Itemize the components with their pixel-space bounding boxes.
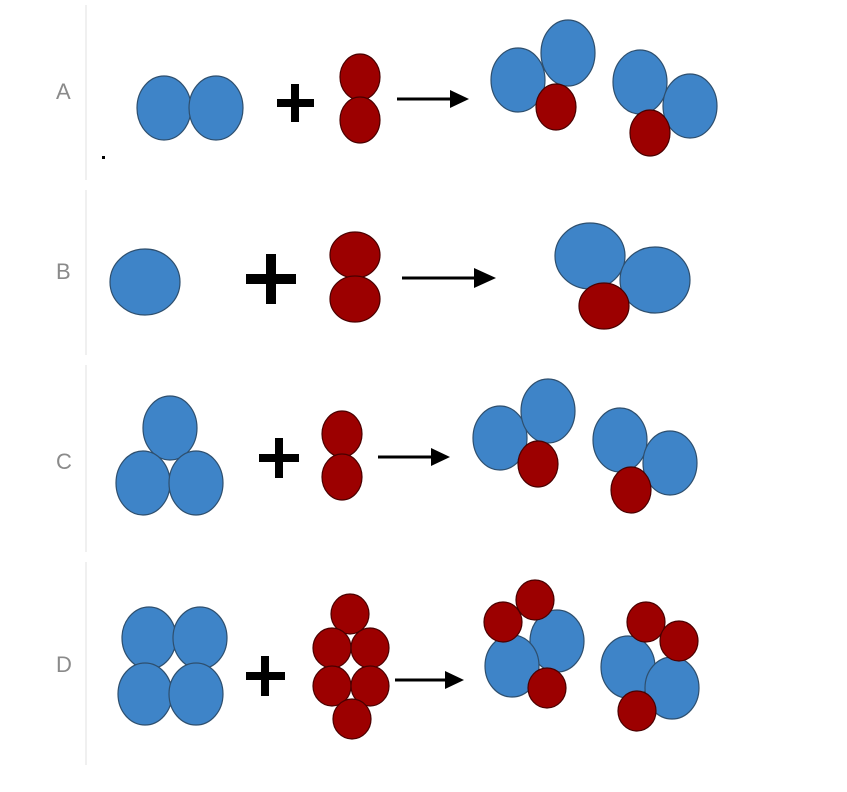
stray-dot — [102, 156, 105, 159]
row-label-d: D — [56, 652, 72, 677]
plus-sign — [246, 656, 285, 696]
product-molecule — [612, 49, 718, 157]
blue-atom — [109, 248, 181, 316]
red-atom — [617, 690, 657, 732]
product-molecule — [592, 407, 698, 514]
red-atom — [330, 593, 370, 635]
red-atom — [321, 453, 363, 501]
red-atom — [629, 109, 671, 157]
blue-atom — [168, 662, 224, 726]
red-atom — [578, 282, 630, 330]
blue-atom — [172, 606, 228, 670]
reactant-red-molecule — [329, 231, 381, 323]
row-label-b: B — [56, 259, 71, 284]
red-atom — [350, 665, 390, 707]
reaction-row-d: D — [56, 579, 700, 740]
product-molecule — [600, 601, 700, 732]
reactant-blue-molecule — [136, 75, 244, 141]
red-atom — [321, 410, 363, 458]
blue-atom — [136, 75, 192, 141]
red-atom — [515, 579, 555, 621]
reaction-row-b: B — [56, 222, 691, 330]
red-atom — [329, 275, 381, 323]
plus-sign — [246, 254, 296, 304]
blue-atom — [117, 662, 173, 726]
blue-atom — [168, 450, 224, 516]
plus-sign — [259, 438, 299, 478]
red-atom — [626, 601, 666, 643]
reactant-blue-atom — [109, 248, 181, 316]
red-atom — [610, 466, 652, 514]
red-atom — [339, 96, 381, 144]
blue-atom — [142, 395, 198, 461]
reaction-arrow — [402, 268, 496, 288]
reaction-arrow — [378, 448, 450, 466]
product-molecule — [472, 378, 576, 488]
product-molecule — [483, 579, 585, 709]
blue-atom — [490, 47, 546, 113]
blue-atom — [592, 407, 648, 473]
blue-atom — [619, 246, 691, 314]
red-atom — [332, 698, 372, 740]
red-atom — [350, 627, 390, 669]
reaction-arrow — [397, 90, 469, 108]
red-atom — [483, 601, 523, 643]
product-molecule — [490, 19, 596, 131]
row-label-a: A — [56, 79, 71, 104]
blue-atom — [115, 450, 171, 516]
red-atom — [517, 440, 559, 488]
blue-atom — [642, 430, 698, 496]
red-atom — [535, 83, 577, 131]
red-atom — [339, 53, 381, 101]
reaction-row-a: A — [56, 19, 718, 159]
blue-atom — [188, 75, 244, 141]
reactant-blue-molecule — [117, 606, 228, 726]
red-atom — [329, 231, 381, 279]
row-label-c: C — [56, 449, 72, 474]
reactant-red-molecule — [312, 593, 390, 740]
reactant-blue-molecule — [115, 395, 224, 516]
reactant-red-molecule — [339, 53, 381, 144]
red-atom — [527, 667, 567, 709]
reaction-row-c: C — [56, 378, 698, 516]
blue-atom — [662, 73, 718, 139]
red-atom — [312, 627, 352, 669]
reactant-red-molecule — [321, 410, 363, 501]
blue-atom — [520, 378, 576, 444]
red-atom — [659, 620, 699, 662]
blue-atom — [121, 606, 177, 670]
reaction-arrow — [395, 671, 464, 689]
blue-atom — [554, 222, 626, 290]
blue-atom — [612, 49, 668, 115]
product-molecule — [554, 222, 691, 330]
blue-atom — [540, 19, 596, 87]
plus-sign — [277, 84, 314, 122]
blue-atom — [472, 405, 528, 471]
